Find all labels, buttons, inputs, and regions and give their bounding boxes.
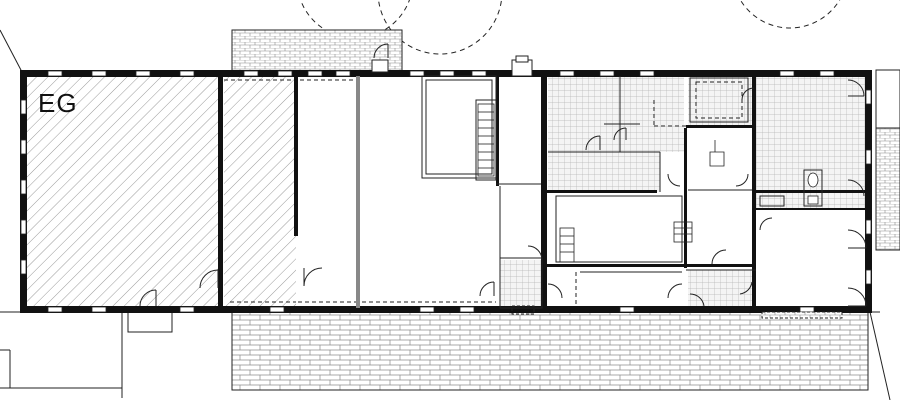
- windows: [20, 70, 872, 313]
- interior-lines: [224, 75, 823, 309]
- wc-fixtures: [807, 172, 819, 205]
- paved-terrace-south: [231, 311, 869, 391]
- floor-label: EG: [38, 88, 78, 118]
- entrance-doors: [511, 305, 843, 319]
- door-swings: [139, 43, 867, 307]
- stairs: [477, 103, 725, 263]
- hatched-room-west: [26, 76, 220, 308]
- tiled-rooms: [500, 76, 866, 308]
- paved-stair-east: [875, 127, 900, 251]
- chimney: [371, 55, 533, 77]
- hatched-room-west-2: [224, 76, 296, 308]
- entrance-step: [127, 311, 173, 333]
- paved-path-east: [875, 69, 900, 129]
- interior-walls: [218, 76, 866, 308]
